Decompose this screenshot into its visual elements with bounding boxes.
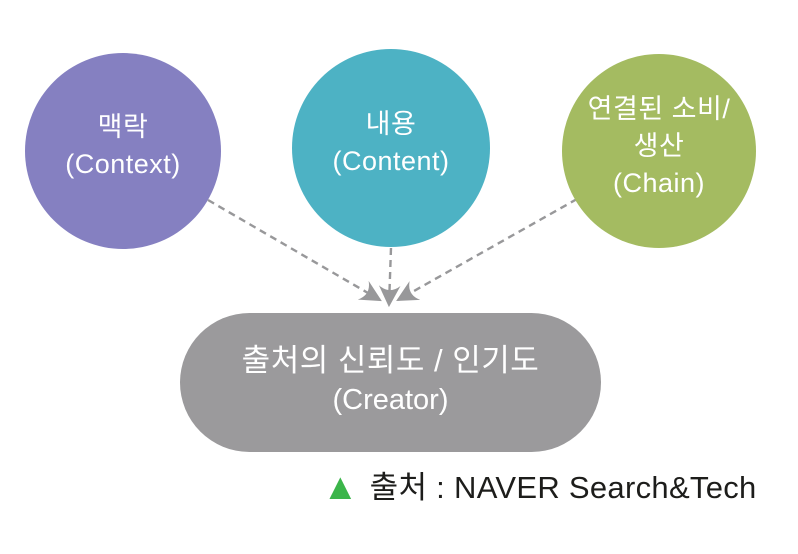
attribution: ▲ 출처 : NAVER Search&Tech xyxy=(322,468,757,508)
node-creator-label-en: (Creator) xyxy=(332,383,449,416)
node-creator-label-ko: 출처의 신뢰도 / 인기도 xyxy=(241,342,540,378)
node-chain: 연결된 소비/ 생산 (Chain) xyxy=(562,54,756,248)
attribution-text: 출처 : NAVER Search&Tech xyxy=(369,470,757,505)
triangle-icon: ▲ xyxy=(322,465,359,507)
node-context-label-ko: 맥락 xyxy=(97,112,149,142)
node-chain-label-ko-1: 연결된 소비/ xyxy=(587,93,731,124)
node-content: 내용 (Content) xyxy=(292,49,490,247)
node-context-label-en: (Context) xyxy=(65,149,181,179)
node-creator: 출처의 신뢰도 / 인기도 (Creator) xyxy=(180,313,601,452)
node-content-label-en: (Content) xyxy=(332,146,450,176)
node-content-label-ko: 내용 xyxy=(365,109,417,139)
arrow-content-to-creator xyxy=(378,247,401,308)
node-context: 맥락 (Context) xyxy=(25,53,221,249)
node-chain-label-ko-2: 생산 xyxy=(633,130,685,161)
node-chain-label-en: (Chain) xyxy=(612,167,706,198)
